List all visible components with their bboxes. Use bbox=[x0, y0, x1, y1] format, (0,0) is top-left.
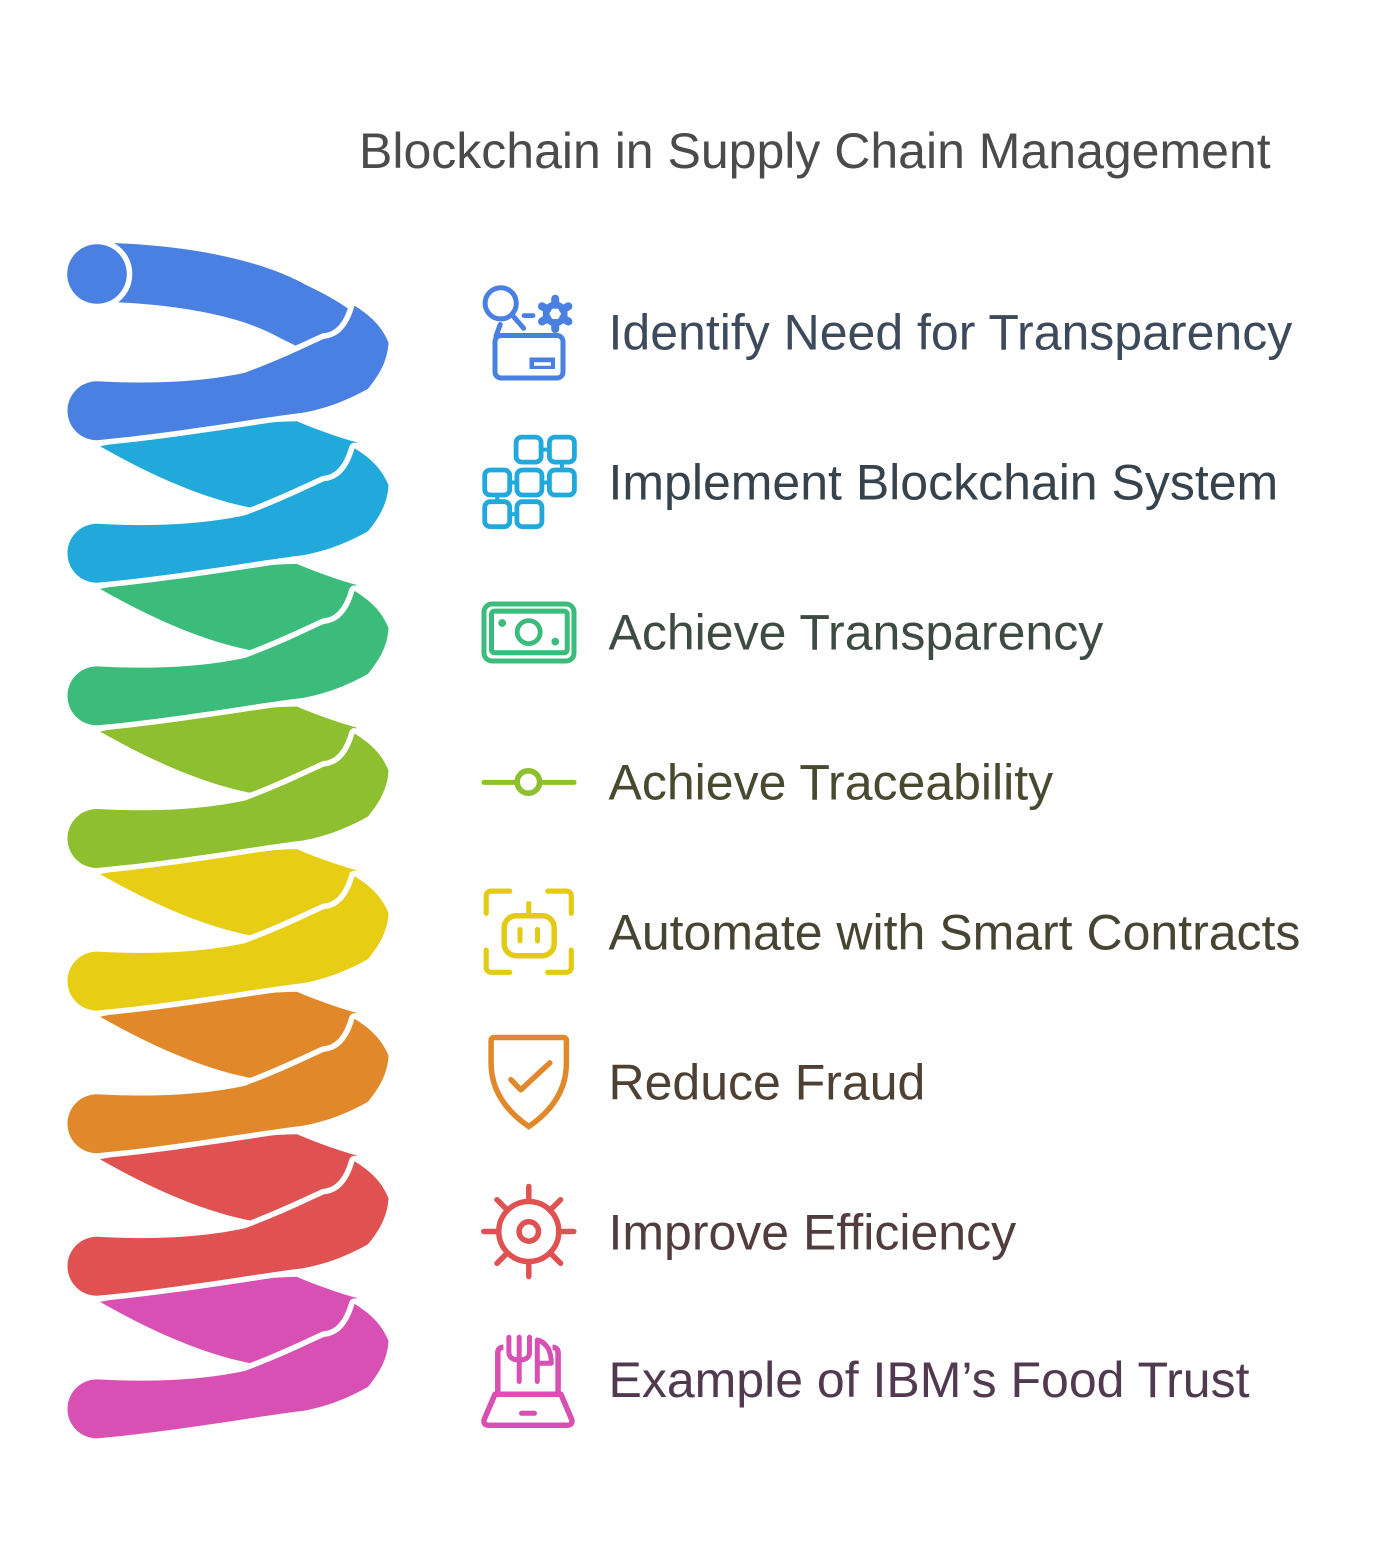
svg-text:Reduce Fraud: Reduce Fraud bbox=[609, 1055, 926, 1111]
svg-text:Improve Efficiency: Improve Efficiency bbox=[609, 1205, 1017, 1261]
svg-text:Automate with Smart Contracts: Automate with Smart Contracts bbox=[609, 905, 1301, 961]
svg-text:Example of IBM’s Food Trust: Example of IBM’s Food Trust bbox=[609, 1352, 1250, 1408]
svg-text:Identify Need for Transparency: Identify Need for Transparency bbox=[609, 305, 1293, 361]
svg-text:Achieve Transparency: Achieve Transparency bbox=[609, 605, 1104, 661]
svg-text:Implement Blockchain System: Implement Blockchain System bbox=[609, 454, 1279, 510]
svg-text:Blockchain in Supply Chain Man: Blockchain in Supply Chain Management bbox=[359, 123, 1271, 179]
svg-text:Achieve Traceability: Achieve Traceability bbox=[609, 755, 1054, 811]
